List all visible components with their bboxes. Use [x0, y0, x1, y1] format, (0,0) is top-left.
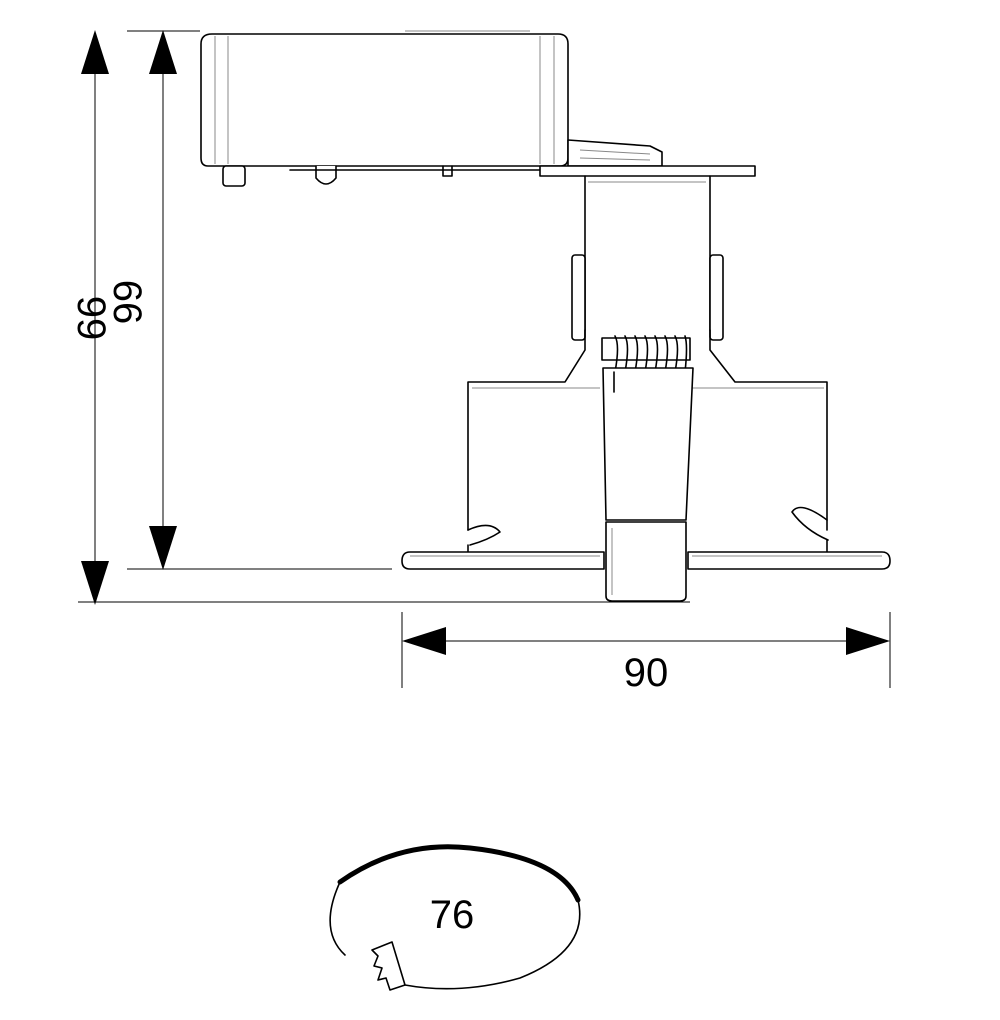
driver-box [200, 30, 663, 187]
flange-width-dimension: 90 [401, 612, 891, 695]
body-height-label: 66 [105, 280, 149, 325]
cutout-diameter-label: 76 [430, 893, 475, 937]
spring-clip [601, 335, 694, 602]
fitting-body [467, 165, 829, 553]
cutout-diagram: 76 [329, 844, 581, 991]
flange-bezel [401, 551, 891, 570]
overall-height-label: 99 [69, 296, 113, 341]
flange-width-label: 90 [624, 651, 669, 695]
overall-height-dimension: 99 [69, 30, 690, 605]
body-height-dimension: 66 [105, 30, 392, 570]
